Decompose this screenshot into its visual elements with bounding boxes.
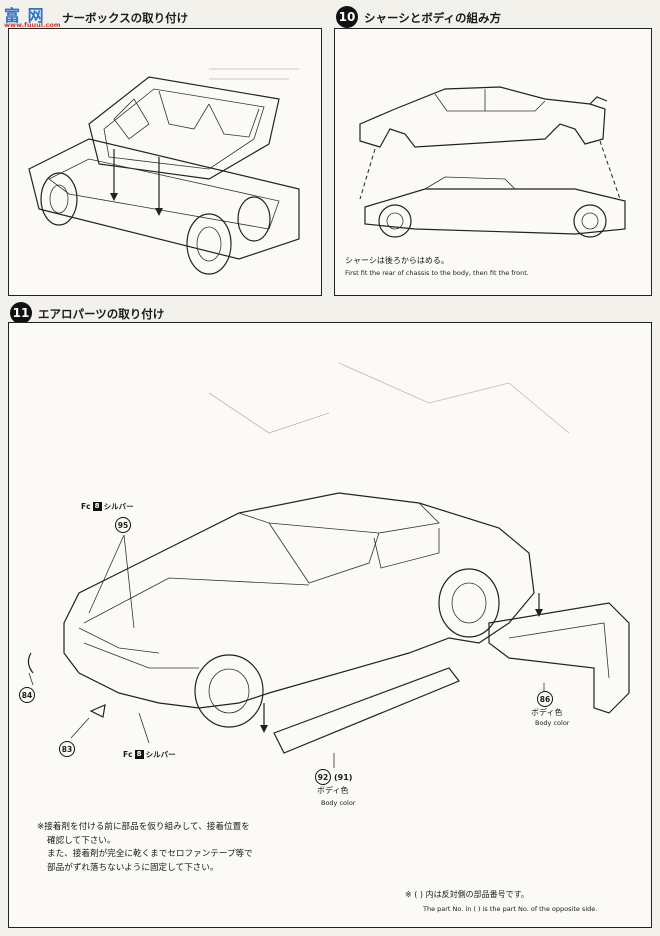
assembly-note-line: ※接着剤を付ける前に部品を仮り組みして、接着位置を <box>37 822 250 832</box>
paint-tag-bottom: Fc 8 シルバー <box>123 749 176 760</box>
step10-number: 10 <box>336 6 358 28</box>
step11-title: エアロパーツの取り付け <box>38 307 165 321</box>
step10-panel: シャーシは後ろからはめる。 First fit the rear of chas… <box>334 28 652 296</box>
part-86: 86 <box>537 691 553 707</box>
assembly-note-line: 確認して下さい。 <box>47 835 116 846</box>
watermark-url: www.fuuul.com <box>4 21 61 29</box>
part-92-color-en: Body color <box>321 799 356 807</box>
part-91: (91) <box>334 772 353 782</box>
site-watermark-logo: 富 网 www.fuuul.com <box>0 0 120 34</box>
paint-prefix-top: Fc <box>81 502 91 511</box>
assembly-note-line: 部品がずれ落ちないように固定して下さい。 <box>47 862 219 873</box>
part-86-color-en: Body color <box>535 719 570 727</box>
footnote-en: The part No. in ( ) is the part No. of t… <box>423 905 598 913</box>
paint-prefix-bottom: Fc <box>123 750 133 759</box>
watermark-brand: 富 网 <box>4 6 45 25</box>
part-86-color-jp: ボディ色 <box>531 708 563 717</box>
assembly-note-line: また、接着剤が完全に乾くまでセロファンテープ等で <box>47 849 253 859</box>
part-84: 84 <box>19 687 35 703</box>
part-92: 92 <box>315 769 331 785</box>
paint-label-top: シルバー <box>103 502 134 511</box>
step9-title: ナーボックスの取り付け <box>62 11 189 25</box>
step9-panel <box>8 28 322 296</box>
step11-panel: Fc 8 シルバー 95 84 83 Fc 8 シルバー 86 ボディ色 Bod… <box>8 322 652 928</box>
assembly-notes: ※接着剤を付ける前に部品を仮り組みして、接着位置を 確認して下さい。 また、接着… <box>37 821 253 875</box>
part-83: 83 <box>59 741 75 757</box>
step10-title: シャーシとボディの組み方 <box>364 11 501 25</box>
part-92-color-jp: ボディ色 <box>317 786 349 795</box>
paint-tag-top: Fc 8 シルバー <box>81 501 134 512</box>
paint-code-bottom: 8 <box>134 750 144 759</box>
part-92-group: 92 (91) <box>315 769 352 785</box>
step10-note-en: First fit the rear of chassis to the bod… <box>345 269 529 277</box>
part-95: 95 <box>115 517 131 533</box>
step10-body-chassis-illustration <box>359 86 626 238</box>
step11-aero-illustration <box>27 362 630 768</box>
paint-code-top: 8 <box>92 502 102 511</box>
paint-label-bottom: シルバー <box>145 750 176 759</box>
step11-number: 11 <box>10 302 32 324</box>
step10-note-jp: シャーシは後ろからはめる。 <box>345 256 449 265</box>
footnote-jp: ※ ( ) 内は反対側の部品番号です。 <box>405 890 529 899</box>
step9-chassis-illustration <box>28 68 300 275</box>
